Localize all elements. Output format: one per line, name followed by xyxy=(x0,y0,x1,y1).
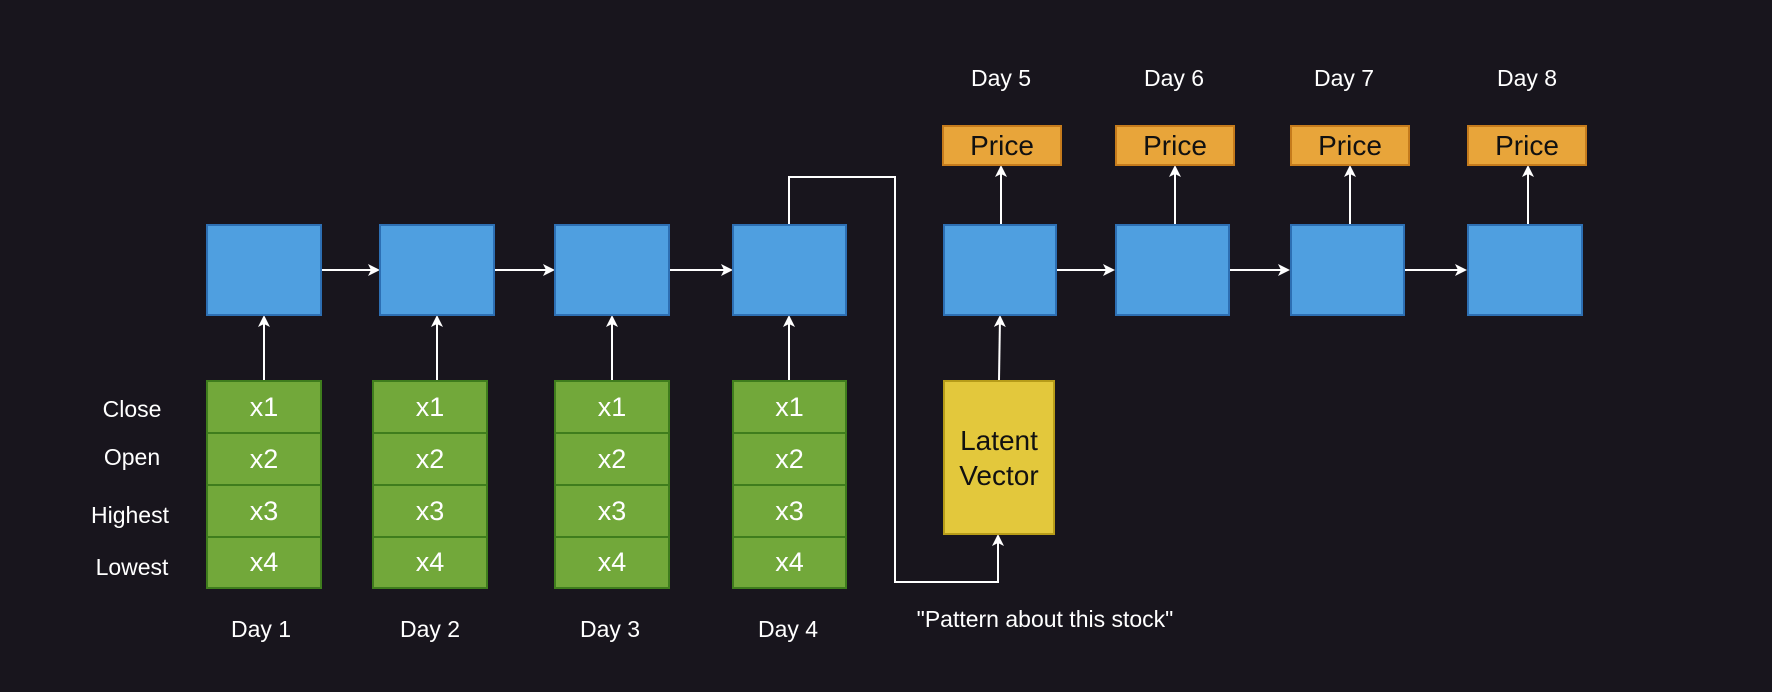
day-label-day2: Day 2 xyxy=(399,616,461,642)
price-output-day5: Price xyxy=(942,125,1062,166)
latent-label-line1: Latent xyxy=(960,424,1038,456)
price-output-day6: Price xyxy=(1115,125,1235,166)
input-cell-x1: x1 xyxy=(732,380,847,434)
input-cell-x4: x4 xyxy=(554,536,670,589)
decoder-rnn-cell-day8 xyxy=(1467,224,1583,316)
encoder-rnn-cell-day2 xyxy=(379,224,495,316)
encoder-rnn-cell-day3 xyxy=(554,224,670,316)
input-cell-x3: x3 xyxy=(372,484,488,538)
input-cell-x1: x1 xyxy=(554,380,670,434)
row-label-highest: Highest xyxy=(91,502,169,528)
input-cell-x3: x3 xyxy=(206,484,322,538)
input-stack-day2: x1 x2 x3 x4 xyxy=(372,380,488,589)
day-label-day8: Day 8 xyxy=(1496,65,1558,91)
day-label-day1: Day 1 xyxy=(230,616,292,642)
decoder-rnn-cell-day6 xyxy=(1115,224,1230,316)
decoder-rnn-cell-day5 xyxy=(943,224,1057,316)
input-cell-x3: x3 xyxy=(554,484,670,538)
encoder-rnn-cell-day1 xyxy=(206,224,322,316)
input-stack-day4: x1 x2 x3 x4 xyxy=(732,380,847,589)
input-cell-x1: x1 xyxy=(206,380,322,434)
price-output-day7: Price xyxy=(1290,125,1410,166)
input-cell-x1: x1 xyxy=(372,380,488,434)
input-cell-x4: x4 xyxy=(732,536,847,589)
latent-label-line2: Vector xyxy=(959,459,1039,491)
input-cell-x2: x2 xyxy=(554,432,670,486)
latent-vector-box: Latent Vector xyxy=(943,380,1055,535)
decoder-rnn-cell-day7 xyxy=(1290,224,1405,316)
price-output-day8: Price xyxy=(1467,125,1587,166)
input-cell-x2: x2 xyxy=(206,432,322,486)
input-stack-day3: x1 x2 x3 x4 xyxy=(554,380,670,589)
row-label-lowest: Lowest xyxy=(95,554,169,580)
input-stack-day1: x1 x2 x3 x4 xyxy=(206,380,322,589)
input-cell-x2: x2 xyxy=(372,432,488,486)
input-cell-x2: x2 xyxy=(732,432,847,486)
input-cell-x4: x4 xyxy=(206,536,322,589)
encoder-to-latent-connector xyxy=(788,176,1004,583)
row-label-open: Open xyxy=(103,444,161,470)
input-cell-x4: x4 xyxy=(372,536,488,589)
encoder-rnn-cell-day4 xyxy=(732,224,847,316)
day-label-day3: Day 3 xyxy=(579,616,641,642)
day-label-day4: Day 4 xyxy=(757,616,819,642)
row-label-close: Close xyxy=(102,396,162,422)
day-label-day6: Day 6 xyxy=(1143,65,1205,91)
day-label-day7: Day 7 xyxy=(1313,65,1375,91)
latent-to-decoder-arrow xyxy=(993,315,1006,381)
input-cell-x3: x3 xyxy=(732,484,847,538)
day-label-day5: Day 5 xyxy=(970,65,1032,91)
latent-caption: "Pattern about this stock" xyxy=(916,606,1174,632)
